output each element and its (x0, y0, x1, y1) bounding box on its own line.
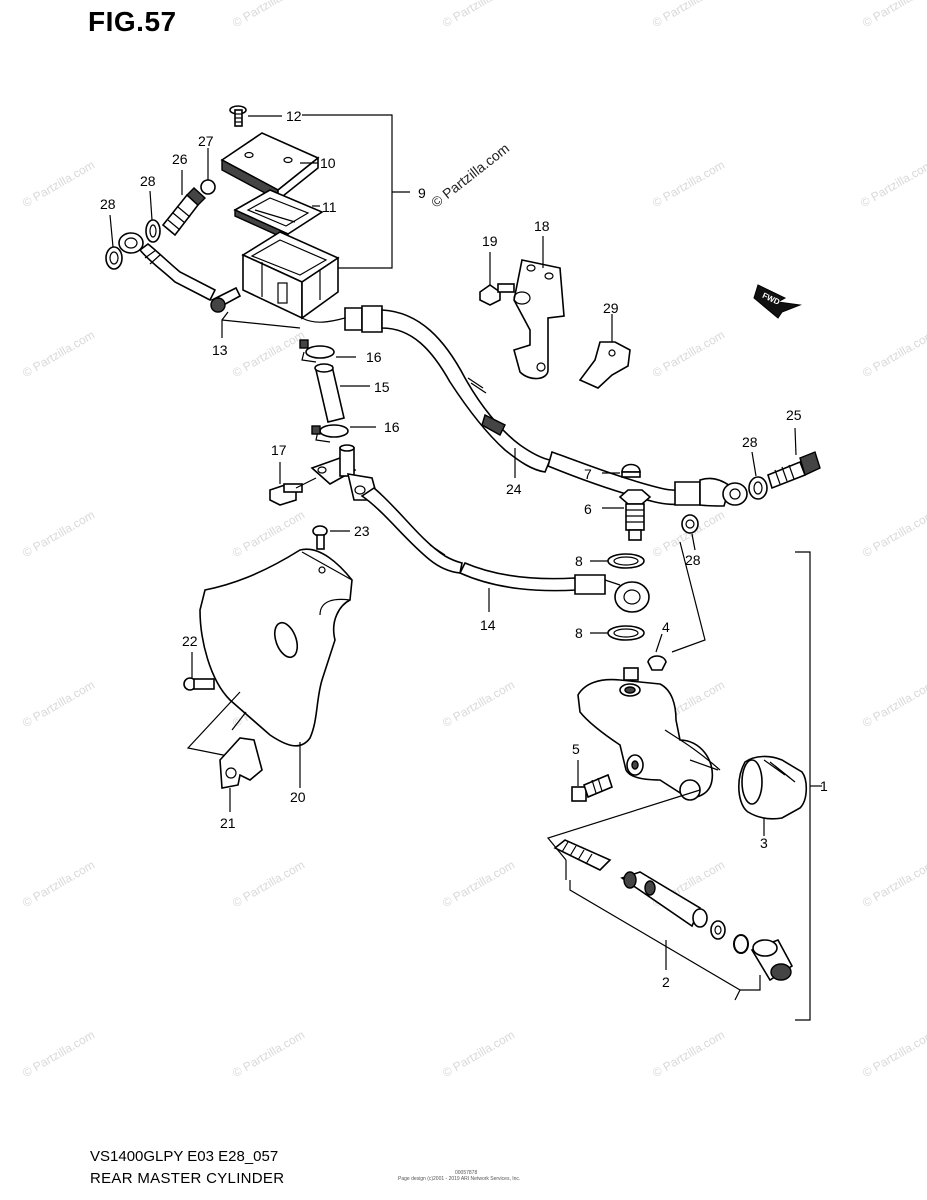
reservoir-hose-lower[interactable] (360, 487, 463, 574)
circlip[interactable] (733, 934, 749, 954)
reservoir-hose[interactable] (314, 363, 345, 423)
callout-16: 16 (384, 419, 400, 435)
union-washer[interactable] (607, 553, 645, 569)
callout-15: 15 (374, 379, 390, 395)
callout-20: 20 (290, 789, 306, 805)
diagram-name: REAR MASTER CYLINDER (90, 1170, 285, 1187)
callout-9: 9 (418, 185, 426, 201)
group-bracket-9 (302, 114, 393, 269)
callout-28: 28 (140, 173, 156, 189)
callout-24: 24 (506, 481, 522, 497)
credit-id: 00057878 (455, 1170, 478, 1176)
callout-18: 18 (534, 218, 550, 234)
callout-27: 27 (198, 133, 214, 149)
master-cylinder-bolt[interactable] (571, 773, 613, 802)
master-cylinder-hose[interactable] (458, 561, 650, 613)
side-cover[interactable] (199, 548, 353, 747)
master-union-bolt[interactable] (618, 489, 652, 541)
piston-spring[interactable] (553, 839, 612, 871)
piston[interactable] (620, 871, 708, 928)
callout-10: 10 (320, 155, 336, 171)
callout-16: 16 (366, 349, 382, 365)
model-code: VS1400GLPY E03 E28_057 (90, 1148, 279, 1165)
cover-bolt[interactable] (312, 525, 328, 550)
callout-8: 8 (575, 625, 583, 641)
callout-4: 4 (662, 619, 670, 635)
master-cylinder-cap[interactable] (647, 655, 667, 671)
callout-1: 1 (820, 778, 828, 794)
reservoir-cap[interactable] (220, 132, 320, 202)
reservoir-tank[interactable] (241, 231, 340, 320)
callout-3: 3 (760, 835, 768, 851)
reservoir-diaphragm[interactable] (233, 189, 324, 242)
callout-14: 14 (480, 617, 496, 633)
reservoir-cap-screw[interactable] (229, 105, 247, 127)
callout-28: 28 (685, 552, 701, 568)
mounting-bolt[interactable] (210, 286, 242, 313)
callout-6: 6 (584, 501, 592, 517)
callout-21: 21 (220, 815, 236, 831)
sealing-washer[interactable] (105, 246, 123, 270)
push-rod-end[interactable] (750, 939, 794, 982)
figure-title: FIG.57 (88, 6, 177, 37)
hose-clip-bracket[interactable] (578, 341, 631, 389)
union-washer[interactable] (607, 625, 645, 641)
sealing-washer[interactable] (681, 514, 699, 534)
mounting-bracket[interactable] (513, 259, 565, 380)
callout-5: 5 (572, 741, 580, 757)
reservoir-plug[interactable] (200, 179, 216, 195)
callout-29: 29 (603, 300, 619, 316)
callout-17: 17 (271, 442, 287, 458)
callout-19: 19 (482, 233, 498, 249)
bracket-bolt[interactable] (479, 283, 515, 306)
credit-line: Page design (c)2001 - 2019 ARI Network S… (398, 1176, 521, 1182)
bracket-bolt[interactable] (269, 483, 303, 506)
banjo-bolt[interactable] (767, 451, 821, 490)
cover-bolt[interactable] (183, 677, 215, 691)
callout-11: 11 (322, 199, 337, 215)
callout-12: 12 (286, 108, 302, 124)
union-bolt[interactable] (161, 187, 207, 237)
callout-28: 28 (100, 196, 116, 212)
master-cylinder-body[interactable] (577, 667, 721, 801)
piston-washer[interactable] (710, 920, 726, 940)
callout-23: 23 (354, 523, 370, 539)
cover-bracket[interactable] (219, 737, 263, 789)
bleeder-cap[interactable] (621, 463, 641, 478)
sealing-washer[interactable] (145, 219, 161, 243)
callout-13: 13 (212, 342, 228, 358)
reservoir-hose-upper[interactable] (118, 232, 217, 302)
reservoir-to-master-hose[interactable] (301, 305, 748, 507)
fwd-arrow-icon: FWD (753, 284, 802, 319)
clamp[interactable] (311, 424, 349, 443)
dust-boot[interactable] (738, 755, 808, 820)
callout-28: 28 (742, 434, 758, 450)
sealing-washer[interactable] (748, 476, 768, 500)
callout-25: 25 (786, 407, 802, 423)
callout-8: 8 (575, 553, 583, 569)
clamp[interactable] (299, 339, 335, 363)
callout-7: 7 (584, 466, 592, 482)
callout-2: 2 (662, 974, 670, 990)
callout-26: 26 (172, 151, 188, 167)
callout-22: 22 (182, 633, 198, 649)
